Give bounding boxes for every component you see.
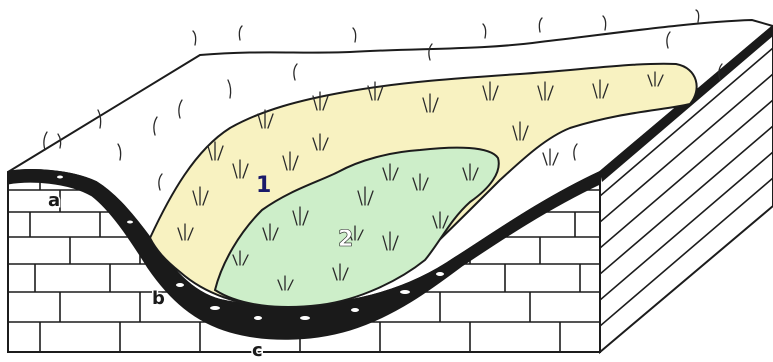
layer-a-label: a <box>48 190 60 211</box>
zone-2-label: 2 <box>338 227 353 252</box>
layer-b-label: b <box>152 288 165 309</box>
layer-c-label: c <box>252 340 263 361</box>
zone-1-label: 1 <box>256 173 271 198</box>
